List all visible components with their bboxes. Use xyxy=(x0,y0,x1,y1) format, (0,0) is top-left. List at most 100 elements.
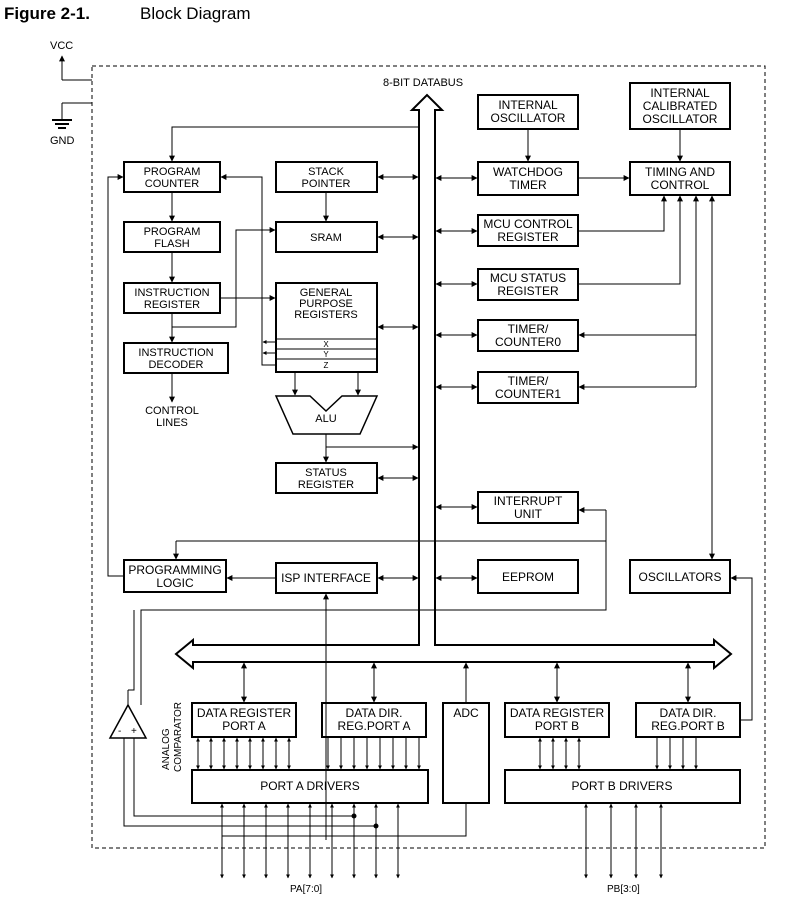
svg-text:INTERNAL: INTERNAL xyxy=(650,86,710,100)
vcc-symbol: VCC xyxy=(50,40,92,81)
program-counter: PROGRAM COUNTER xyxy=(123,161,221,193)
svg-text:DATA REGISTER: DATA REGISTER xyxy=(197,706,292,720)
svg-text:OSCILLATOR: OSCILLATOR xyxy=(491,111,566,125)
programming-logic: PROGRAMMING LOGIC xyxy=(123,559,227,593)
svg-text:TIMER/: TIMER/ xyxy=(508,374,549,388)
data-register-port-a: DATA REGISTER PORT A xyxy=(191,702,297,738)
svg-text:DATA REGISTER: DATA REGISTER xyxy=(510,706,605,720)
svg-text:PORT B: PORT B xyxy=(535,719,579,733)
oscillators: OSCILLATORS xyxy=(629,559,731,594)
svg-text:PORT A DRIVERS: PORT A DRIVERS xyxy=(260,779,360,793)
svg-text:CONTROL: CONTROL xyxy=(651,178,710,192)
svg-text:SRAM: SRAM xyxy=(310,232,342,244)
connections xyxy=(107,126,753,879)
analog-comparator-label-2: COMPARATOR xyxy=(173,702,184,772)
instruction-decoder: INSTRUCTION DECODER xyxy=(123,342,229,374)
adc: ADC xyxy=(442,702,490,804)
isp-interface: ISP INTERFACE xyxy=(275,562,378,594)
svg-text:DATA DIR.: DATA DIR. xyxy=(660,706,717,720)
instruction-register: INSTRUCTION REGISTER xyxy=(123,282,221,314)
port-a-drivers: PORT A DRIVERS xyxy=(191,769,429,804)
stack-pointer: STACK POINTER xyxy=(275,161,378,193)
pin-label-pa: PA[7:0] xyxy=(290,884,322,895)
eeprom: EEPROM xyxy=(477,559,579,594)
svg-text:LOGIC: LOGIC xyxy=(156,576,194,590)
svg-text:TIMING AND: TIMING AND xyxy=(645,165,715,179)
svg-text:REGISTERS: REGISTERS xyxy=(294,309,358,321)
svg-text:OSCILLATOR: OSCILLATOR xyxy=(643,112,718,126)
svg-text:FLASH: FLASH xyxy=(154,238,190,250)
mcu-control-register: MCU CONTROL REGISTER xyxy=(477,214,579,247)
svg-text:CONTROL: CONTROL xyxy=(145,405,199,417)
svg-text:STACK: STACK xyxy=(308,166,345,178)
reg-z-label: Z xyxy=(324,361,329,370)
svg-text:OSCILLATORS: OSCILLATORS xyxy=(639,570,722,584)
figure-title: Block Diagram xyxy=(140,4,251,23)
alu: ALU xyxy=(274,395,379,435)
svg-text:PROGRAM: PROGRAM xyxy=(144,226,201,238)
interrupt-unit: INTERRUPT UNIT xyxy=(477,491,579,524)
internal-calibrated-oscillator: INTERNAL CALIBRATED OSCILLATOR xyxy=(629,82,731,130)
status-register: STATUS REGISTER xyxy=(275,462,378,494)
svg-text:INSTRUCTION: INSTRUCTION xyxy=(134,287,209,299)
svg-text:INTERNAL: INTERNAL xyxy=(498,98,558,112)
svg-text:UNIT: UNIT xyxy=(514,507,543,521)
svg-text:REGISTER: REGISTER xyxy=(497,284,559,298)
timing-and-control: TIMING AND CONTROL xyxy=(629,161,731,196)
svg-text:REGISTER: REGISTER xyxy=(298,479,354,491)
comparator-plus: + xyxy=(131,726,137,737)
svg-text:GENERAL: GENERAL xyxy=(300,287,353,299)
port-b-drivers: PORT B DRIVERS xyxy=(504,769,741,804)
svg-text:MCU STATUS: MCU STATUS xyxy=(490,271,566,285)
svg-text:REGISTER: REGISTER xyxy=(144,299,200,311)
data-dir-reg-port-b: DATA DIR. REG.PORT B xyxy=(635,702,741,738)
comparator-minus: - xyxy=(118,726,121,737)
data-dir-reg-port-a: DATA DIR. REG.PORT A xyxy=(321,702,427,738)
svg-text:LINES: LINES xyxy=(156,417,188,429)
svg-text:DECODER: DECODER xyxy=(148,359,203,371)
svg-text:REGISTER: REGISTER xyxy=(497,230,559,244)
svg-text:INTERRUPT: INTERRUPT xyxy=(494,494,563,508)
svg-text:COUNTER0: COUNTER0 xyxy=(495,335,561,349)
databus-label: 8-BIT DATABUS xyxy=(383,77,463,89)
timer-counter0: TIMER/ COUNTER0 xyxy=(477,319,579,352)
svg-text:ALU: ALU xyxy=(315,413,336,425)
svg-text:COUNTER: COUNTER xyxy=(145,178,199,190)
svg-text:ISP INTERFACE: ISP INTERFACE xyxy=(281,571,371,585)
svg-text:ADC: ADC xyxy=(453,706,479,720)
svg-text:PROGRAMMING: PROGRAMMING xyxy=(128,563,221,577)
analog-comparator-label-1: ANALOG xyxy=(161,728,172,770)
svg-text:COUNTER1: COUNTER1 xyxy=(495,387,561,401)
svg-text:REG.PORT A: REG.PORT A xyxy=(338,719,411,733)
databus-horizontal xyxy=(174,637,733,671)
chip-boundary xyxy=(91,65,766,849)
timer-counter1: TIMER/ COUNTER1 xyxy=(477,371,579,404)
watchdog-timer: WATCHDOG TIMER xyxy=(477,161,579,196)
data-register-port-b: DATA REGISTER PORT B xyxy=(504,702,610,738)
gnd-symbol: GND xyxy=(50,102,92,147)
svg-text:TIMER: TIMER xyxy=(509,178,547,192)
svg-text:WATCHDOG: WATCHDOG xyxy=(493,165,563,179)
svg-text:POINTER: POINTER xyxy=(302,178,351,190)
svg-text:TIMER/: TIMER/ xyxy=(508,322,549,336)
pin-label-pb: PB[3:0] xyxy=(607,884,640,895)
svg-text:DATA DIR.: DATA DIR. xyxy=(346,706,403,720)
svg-text:MCU CONTROL: MCU CONTROL xyxy=(483,217,573,231)
figure-number: Figure 2-1. xyxy=(4,4,90,23)
svg-text:EEPROM: EEPROM xyxy=(502,570,554,584)
svg-text:PORT B DRIVERS: PORT B DRIVERS xyxy=(572,779,673,793)
svg-text:PORT A: PORT A xyxy=(222,719,266,733)
reg-x-label: X xyxy=(323,340,329,349)
svg-text:CALIBRATED: CALIBRATED xyxy=(643,99,718,113)
program-flash: PROGRAM FLASH xyxy=(123,221,221,253)
reg-y-label: Y xyxy=(323,350,329,359)
sram: SRAM xyxy=(275,221,378,253)
general-purpose-registers: GENERAL PURPOSE REGISTERS X Y Z xyxy=(275,282,378,373)
control-lines: CONTROL LINES xyxy=(145,405,199,429)
svg-text:REG.PORT B: REG.PORT B xyxy=(651,719,725,733)
analog-comparator: - + ANALOG COMPARATOR xyxy=(108,702,184,772)
mcu-status-register: MCU STATUS REGISTER xyxy=(477,268,579,301)
internal-oscillator: INTERNAL OSCILLATOR xyxy=(477,94,579,130)
svg-text:STATUS: STATUS xyxy=(305,467,347,479)
